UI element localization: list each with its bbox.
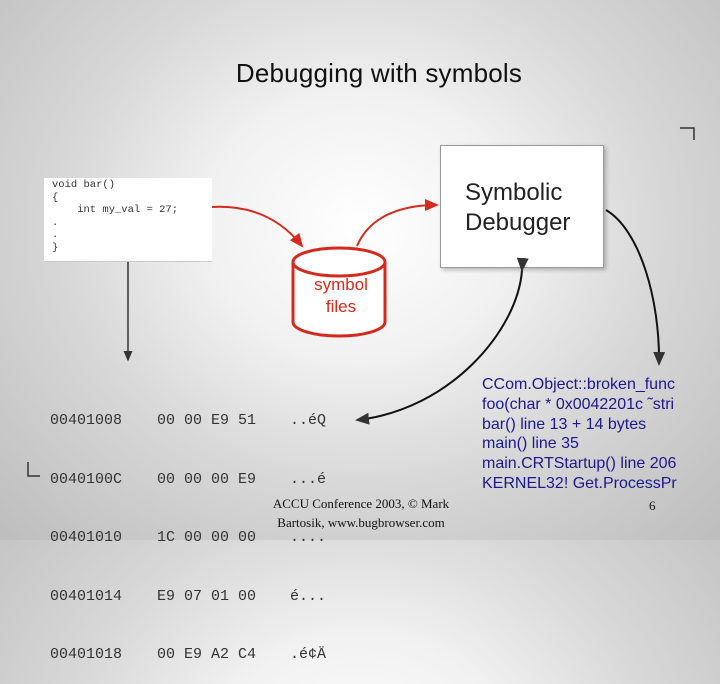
symbol-files-line1: symbol [314,275,368,294]
footer-line1: ACCU Conference 2003, © Mark [272,496,450,511]
call-stack-frame: foo(char * 0x0042201c ˜stri [482,395,675,413]
footer-line2: Bartosik, www.bugbrowser.com [277,515,445,530]
memory-ascii-row: ..éQ [290,412,327,429]
call-stack-frame: CCom.Object::broken_func [482,376,675,393]
memory-bytes-row: E9 07 01 00 [157,587,257,605]
memory-bytes-row: 00 00 00 E9 [157,470,257,488]
memory-address: 0040100C [50,470,123,488]
slide-title: Debugging with symbols [235,58,523,88]
page-number: 6 [649,498,656,513]
arrow-code-to-symbols [211,205,304,248]
diagram-overlay [27,127,695,477]
memory-addresses: 00401008 0040100C 00401010 00401014 0040… [50,372,122,684]
memory-bytes-row: 00 00 E9 51 [157,412,257,429]
memory-ascii-row: .é¢Ä [290,646,327,663]
corner-bracket-bottom-left [27,462,40,477]
call-stack-frame: main.CRTStartup() line 206 [482,455,677,473]
arrow-debugger-to-memory [355,257,529,425]
memory-ascii-row: ...é [290,470,327,488]
memory-address: 00401010 [50,529,123,546]
arrow-symbols-to-debugger [356,199,439,247]
code-line: int my_val = 27; [52,204,179,217]
code-line: void bar() [52,179,116,191]
corner-bracket-top-right [680,127,695,140]
call-stack: CCom.Object::broken_func foo(char * 0x00… [482,375,692,494]
memory-address: 00401008 [50,412,123,429]
symbolic-debugger-box: Symbolic Debugger [440,145,604,268]
memory-bytes-row: 1C 00 00 00 [157,529,257,546]
memory-address: 00401014 [50,587,123,605]
call-stack-frame: main() line 35 [482,435,579,453]
code-line: { [52,191,59,204]
code-line: } [52,241,59,254]
code-line: . [52,216,59,229]
memory-address: 00401018 [50,646,123,663]
call-stack-frame: KERNEL32! Get.ProcessPr [482,474,677,492]
memory-ascii-row: é... [290,587,327,605]
code-line: . [52,229,59,242]
debugger-label-line2: Debugger [465,209,571,236]
call-stack-frame: bar() line 13 + 14 bytes [482,415,647,433]
slide-footer: ACCU Conference 2003, © Mark Bartosik, w… [262,494,460,532]
memory-bytes-row: 00 E9 A2 C4 [157,646,257,663]
arrow-debugger-to-stack [605,209,666,366]
source-code-snippet: void bar() { int my_val = 27; . . } [44,178,212,262]
memory-bytes: 00 00 E9 51 00 00 00 E9 1C 00 00 00 E9 0… [157,372,256,684]
symbol-files-line2: files [325,297,357,316]
debugger-label-line1: Symbolic [465,179,563,206]
symbol-files-label: symbol files [296,274,386,318]
